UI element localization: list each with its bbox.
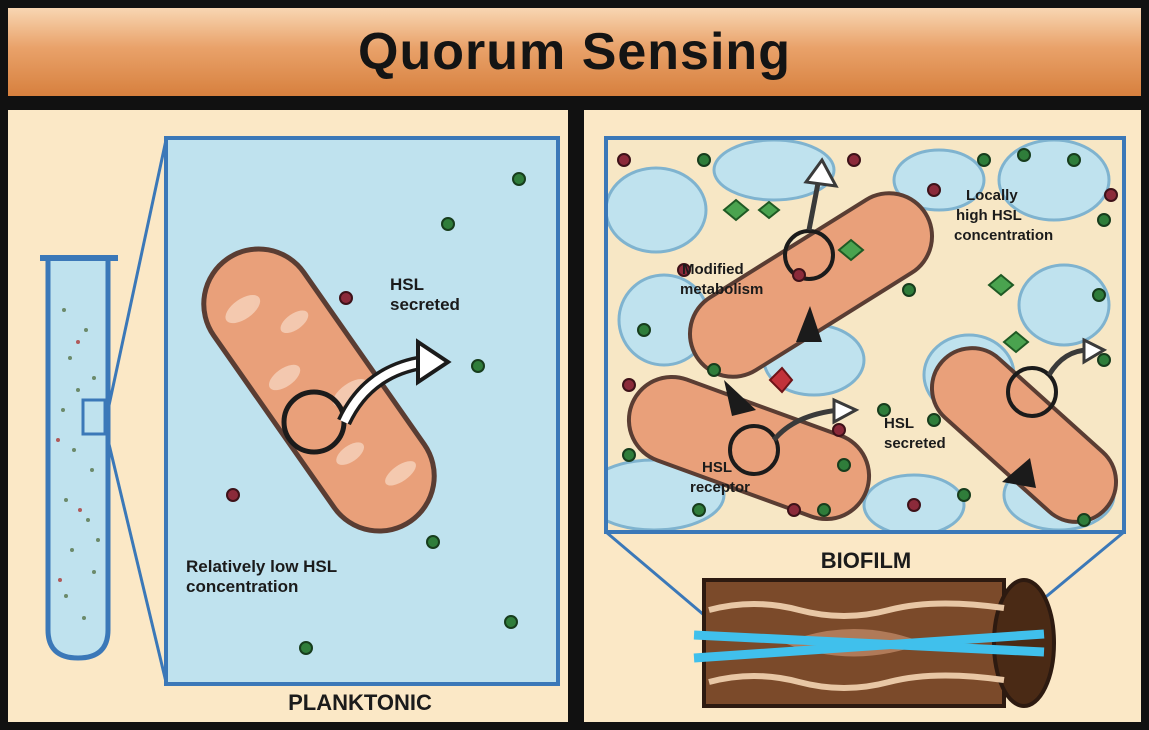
biofilm-caption: BIOFILM xyxy=(821,548,911,573)
biofilm-illustration: Locally high HSL concentration Modified … xyxy=(584,110,1141,722)
planktonic-panel: HSL secreted Relatively low HSL concentr… xyxy=(8,110,568,722)
zoom-line-bottom xyxy=(108,440,166,682)
test-tube xyxy=(40,258,118,658)
title-bar: Quorum Sensing xyxy=(8,8,1141,96)
zoom-line-top xyxy=(108,140,166,410)
vessel-tube xyxy=(694,580,1054,706)
zoom-line-left xyxy=(606,532,704,615)
biofilm-panel: Locally high HSL concentration Modified … xyxy=(584,110,1141,722)
planktonic-caption: PLANKTONIC xyxy=(288,690,432,715)
diagram-title: Quorum Sensing xyxy=(8,8,1141,96)
planktonic-illustration: HSL secreted Relatively low HSL concentr… xyxy=(8,110,568,722)
